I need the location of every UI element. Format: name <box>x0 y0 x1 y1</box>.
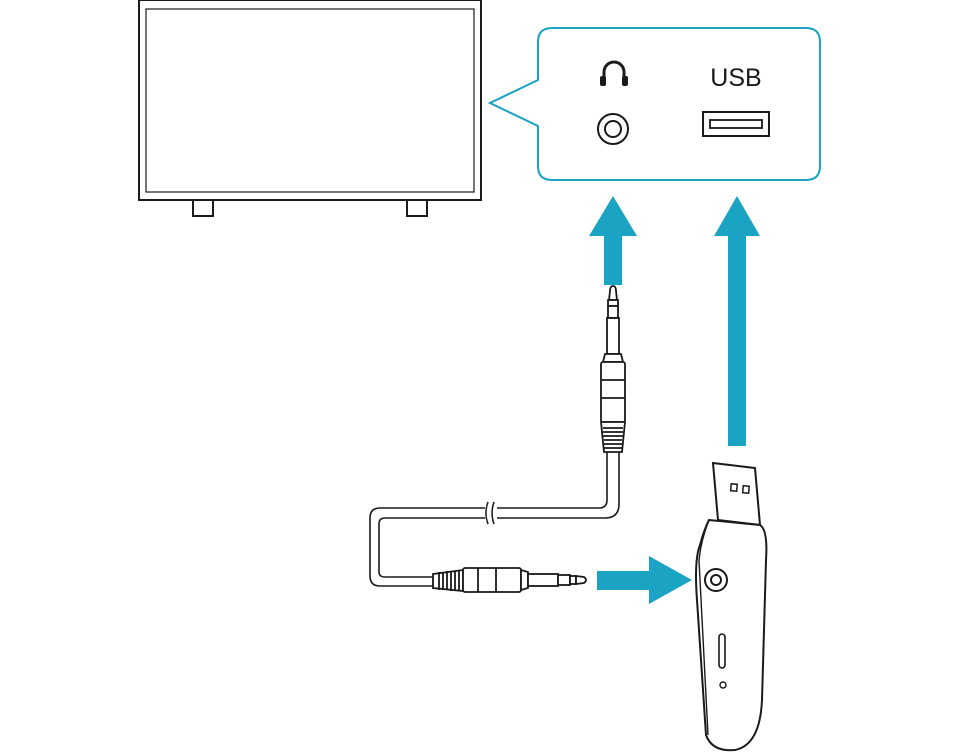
headphone-jack-port <box>597 113 629 145</box>
arrow-up-to-usb-port <box>714 196 760 446</box>
usb-connector-contact <box>741 484 751 495</box>
usb-adapter <box>695 461 768 752</box>
arrow-right-to-adapter <box>597 556 692 604</box>
usb-port <box>702 111 770 137</box>
headphone-icon <box>600 60 628 86</box>
tv-monitor <box>138 0 482 217</box>
audio-plug-bottom <box>432 567 587 593</box>
adapter-led <box>719 681 727 689</box>
tv-screen <box>145 8 475 193</box>
usb-connector-contact <box>729 482 739 493</box>
tv-foot-left <box>192 199 214 217</box>
tv-foot-right <box>406 199 428 217</box>
usb-connector <box>711 461 762 527</box>
usb-label: USB <box>710 64 761 92</box>
port-callout: USB <box>487 27 821 181</box>
audio-cable <box>369 452 620 587</box>
arrow-up-to-headphone-jack <box>589 196 637 285</box>
audio-plug-top <box>600 285 626 453</box>
adapter-side-ridge <box>698 519 710 736</box>
adapter-button <box>718 633 726 669</box>
callout-bubble <box>487 27 821 181</box>
